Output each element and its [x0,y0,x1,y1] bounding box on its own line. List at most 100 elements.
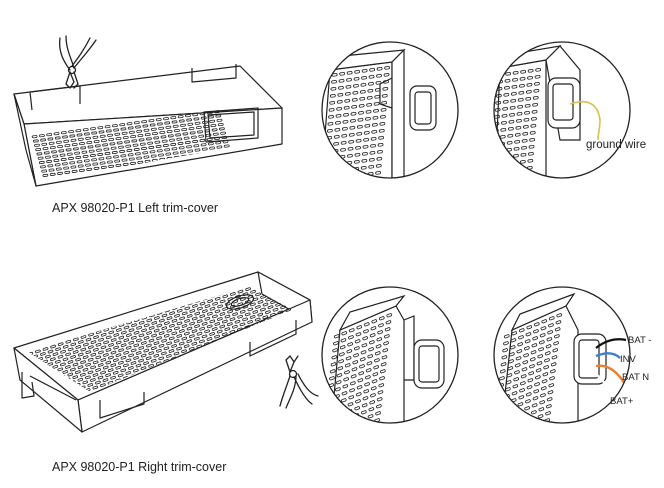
vent-slot [95,355,102,360]
vent-slot [113,333,120,337]
vent-slot [77,164,84,168]
vent-slot [367,186,372,189]
vent-slot [183,344,190,349]
vent-slot [519,77,526,81]
vent-slot [523,118,530,122]
vent-slot [375,411,381,416]
vent-slot [105,335,112,340]
vent-slot [494,164,496,168]
vent-slot [262,315,269,320]
vent-slot [191,329,198,334]
vent-slot [184,306,191,311]
ground-wire-label: ground wire [586,139,646,151]
vent-slot [509,352,515,357]
vent-slot [532,103,539,107]
vent-slot [87,370,94,375]
vent-slot [531,410,537,415]
vent-slot [381,101,388,105]
vent-slot [369,68,376,72]
vent-slot [156,149,163,153]
vent-slot [377,330,383,335]
vent-slot [183,136,190,140]
vent-slot [117,373,124,378]
vent-slot [123,325,130,330]
vent-slot [262,302,269,307]
vent-slot [209,306,216,311]
vent-slot [110,350,117,355]
vent-slot [178,119,185,123]
vent-slot [340,338,347,343]
vent-slot [242,317,248,322]
vent-slot [196,344,203,349]
vent-slot [337,93,344,97]
vent-slot [494,122,500,126]
vent-slot [88,149,95,153]
vent-slot [366,361,373,366]
vent-slot [237,314,243,319]
vent-slot [174,313,180,318]
vent-slot [68,130,74,134]
vent-slot [176,137,183,141]
vent-slot [108,138,115,142]
vent-slot [334,128,341,132]
vent-slot [507,127,514,131]
vent-slot [355,332,362,337]
vent-slot [184,331,190,336]
vent-slot [354,70,361,74]
vent-slot [204,129,211,133]
vent-slot [519,167,526,171]
vent-slot [229,329,236,334]
vent-slot [103,147,110,151]
vent-slot [518,328,525,333]
vent-slot [136,338,142,343]
vent-slot [140,366,147,371]
vent-slot [204,316,211,321]
vent-slot [506,141,513,145]
vent-slot [212,301,218,306]
vent-slot [512,71,519,75]
vent-slot [344,363,351,368]
vent-slot [110,363,117,368]
vent-slot [84,132,90,136]
vent-slot [531,403,538,408]
vent-slot [207,311,213,316]
vent-slot [74,151,80,155]
vent-slot [211,128,218,132]
vent-slot [199,301,206,306]
vent-slot [97,363,104,367]
vent-slot [194,311,201,316]
vent-slot [80,335,87,339]
vent-slot [171,318,178,323]
vent-slot [214,309,221,314]
vent-slot [215,141,222,145]
vent-slot [536,361,543,366]
vent-slot [501,114,508,118]
vent-slot [528,152,534,156]
vent-slot [544,358,550,363]
vent-slot [224,327,231,332]
vent-slot [522,360,529,365]
vent-slot [275,302,281,307]
vent-slot [374,358,380,363]
vent-slot [141,120,147,124]
vent-slot [364,124,371,128]
vent-slot [88,345,94,350]
vent-slot [351,105,358,109]
vent-slot [171,147,178,151]
vent-slot [514,140,521,144]
vent-slot [516,112,523,116]
vent-slot [337,366,344,371]
vent-slot [378,136,385,140]
vent-slot [329,191,334,194]
vent-slot [47,137,54,141]
vent-slot [194,148,201,152]
vent-slot [358,371,364,376]
vent-slot [59,153,66,157]
vent-slot [239,322,246,327]
vent-slot [507,134,514,138]
vent-slot [501,121,507,125]
vent-slot [227,309,233,314]
vent-slot [79,142,85,146]
vent-slot [503,183,508,186]
vent-slot [128,340,135,345]
